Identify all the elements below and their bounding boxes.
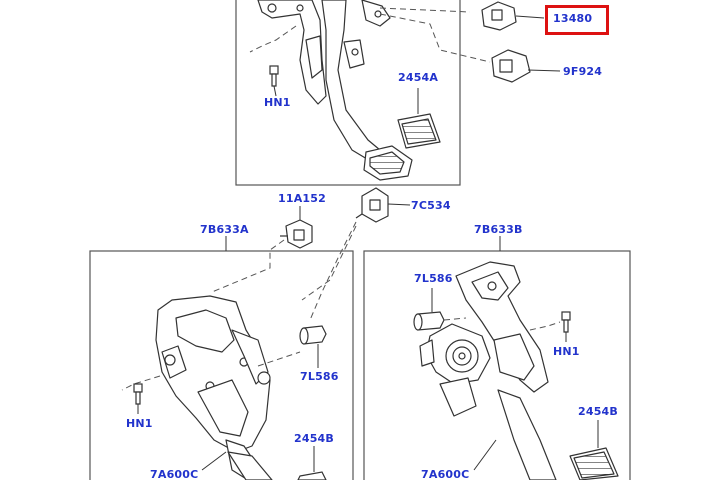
callout-7A600C-right[interactable]: 7A600C bbox=[421, 468, 470, 481]
right-dashed-leaders bbox=[529, 321, 561, 331]
nut-HN1-right bbox=[561, 311, 571, 342]
nut-HN1-left bbox=[133, 383, 143, 414]
top-frame bbox=[235, 0, 461, 186]
top-dashed-leaders bbox=[249, 7, 491, 63]
pin-7L586-right bbox=[413, 288, 467, 331]
callout-7B633A[interactable]: 7B633A bbox=[200, 223, 249, 236]
callout-HN1-right[interactable]: HN1 bbox=[553, 345, 580, 358]
pin-7L586-left bbox=[299, 325, 327, 368]
callout-7L586-right[interactable]: 7L586 bbox=[414, 272, 453, 285]
middle-dashed-leaders bbox=[211, 221, 357, 321]
callout-2454B-left[interactable]: 2454B bbox=[294, 432, 334, 445]
right-frame bbox=[363, 250, 631, 484]
pad-2454A bbox=[397, 88, 441, 149]
callout-HN1-left[interactable]: HN1 bbox=[126, 417, 153, 430]
callout-7B633B[interactable]: 7B633B bbox=[474, 223, 523, 236]
callout-11A152[interactable]: 11A152 bbox=[278, 192, 326, 205]
left-dashed-leaders bbox=[121, 351, 301, 391]
callout-7C534[interactable]: 7C534 bbox=[411, 199, 451, 212]
highlight-box bbox=[545, 5, 609, 35]
pad-2454B-left bbox=[297, 446, 327, 481]
callout-7A600C-left[interactable]: 7A600C bbox=[150, 468, 199, 481]
callout-2454A[interactable]: 2454A bbox=[398, 71, 439, 84]
switch-13480 bbox=[481, 1, 545, 31]
left-pedal-box bbox=[155, 295, 271, 481]
nut-HN1-top bbox=[269, 65, 279, 97]
right-pedal-box bbox=[419, 261, 557, 481]
left-frame bbox=[89, 250, 354, 484]
callout-9F924[interactable]: 9F924 bbox=[563, 65, 603, 78]
callout-13480[interactable]: 13480 bbox=[553, 12, 593, 25]
callout-HN1-top[interactable]: HN1 bbox=[264, 96, 291, 109]
switch-11A152 bbox=[280, 206, 313, 249]
frame-leaders bbox=[225, 236, 501, 251]
pad-2454B-right bbox=[569, 420, 619, 481]
sensor-9F924 bbox=[491, 49, 561, 83]
top-pedal-assembly bbox=[257, 0, 413, 181]
callout-7L586-left[interactable]: 7L586 bbox=[300, 370, 339, 383]
callout-2454B-right[interactable]: 2454B bbox=[578, 405, 618, 418]
sensor-7C534 bbox=[355, 187, 411, 223]
